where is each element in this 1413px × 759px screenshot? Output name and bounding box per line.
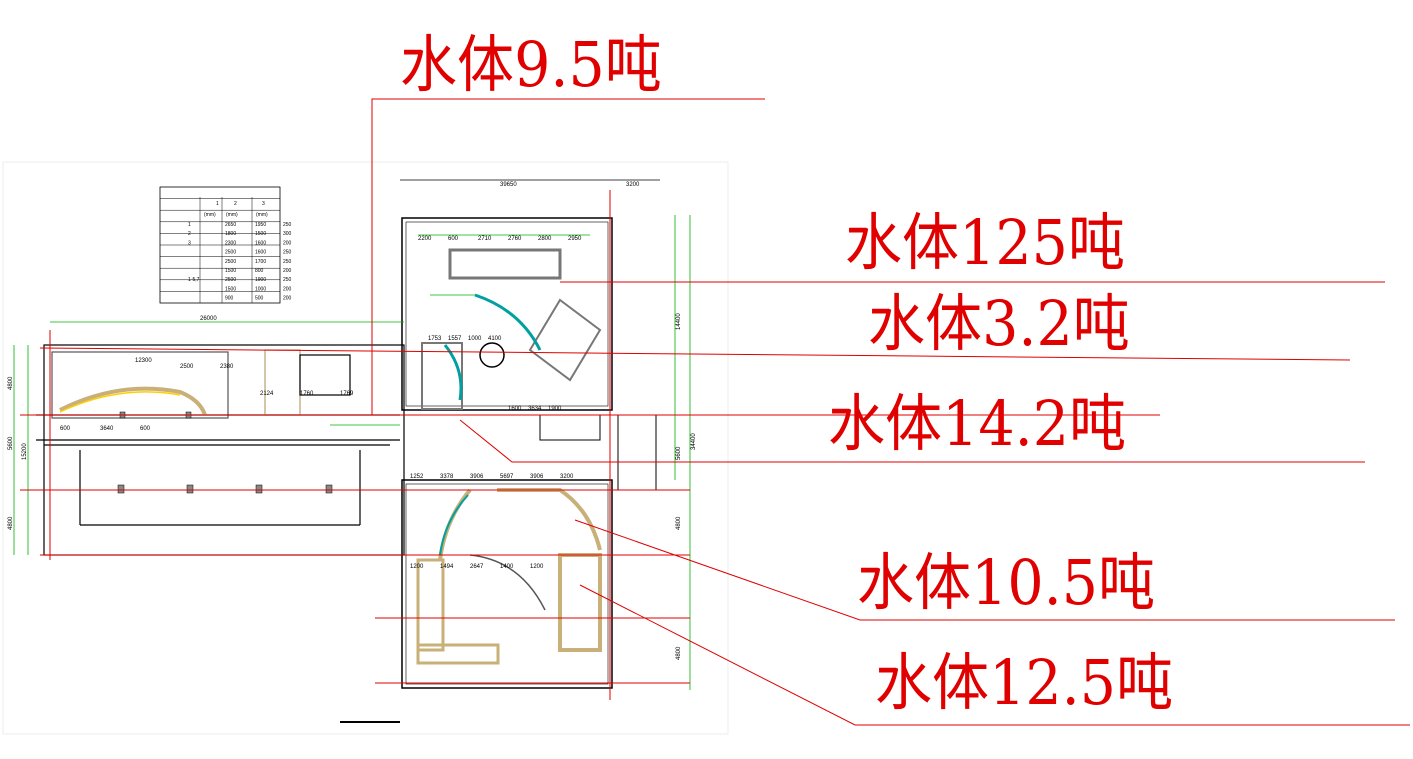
table-unit: (mm) <box>204 212 216 218</box>
label-water-125: 水体125吨 <box>845 206 1125 279</box>
label-water-12-5: 水体12.5吨 <box>875 646 1174 719</box>
table-cell: 200 <box>283 240 292 246</box>
table-unit: (mm) <box>226 212 238 218</box>
table-cell: 250 <box>283 250 292 256</box>
table-cell: 800 <box>255 268 264 274</box>
dim-top-row: 2760 <box>508 236 522 242</box>
table-cell: 2500 <box>225 277 236 283</box>
label-water-10-5: 水体10.5吨 <box>857 546 1156 619</box>
table-cell: 2 <box>188 231 191 237</box>
dim-lower: 1252 <box>410 474 424 480</box>
dim-lower: 1400 <box>500 564 514 570</box>
dim-mid: 1753 <box>428 336 442 342</box>
dim-top-right: 3200 <box>626 182 640 188</box>
table-cell: 1950 <box>255 222 266 228</box>
label-water-14-2: 水体14.2吨 <box>828 387 1127 460</box>
table-cell: 300 <box>283 231 292 237</box>
dim-left-3: 15200 <box>22 443 28 460</box>
dim-lower: 3906 <box>530 474 544 480</box>
table-header: 1 <box>216 201 219 207</box>
dim-mid: 1600 <box>508 406 522 412</box>
table-cell: 1600 <box>255 240 266 246</box>
dim-left-row: 2124 <box>260 391 274 397</box>
table-cell: 1500 <box>225 286 236 292</box>
dim-left-row: 600 <box>60 426 71 432</box>
dim-left-row: 2380 <box>220 364 234 370</box>
table-cell: 1000 <box>255 286 266 292</box>
dim-left-4: 4800 <box>8 516 14 530</box>
dim-left-row: 3640 <box>100 426 114 432</box>
dim-mid: 3634 <box>528 406 542 412</box>
dim-left-total: 26000 <box>200 316 217 322</box>
left-aquarium-tank <box>59 386 207 416</box>
dim-lower: 3378 <box>440 474 454 480</box>
dim-mid: 4100 <box>488 336 502 342</box>
dim-top-row: 2800 <box>538 236 552 242</box>
table-cell: 1 <box>188 222 191 228</box>
table-cell: 2500 <box>225 259 236 265</box>
table-cell: 3 <box>188 240 191 246</box>
dim-left-row: 1760 <box>300 391 314 397</box>
table-cell: 500 <box>255 296 264 302</box>
table-cell: 2500 <box>225 250 236 256</box>
table-cell: 2300 <box>225 240 236 246</box>
dimension-lines <box>13 179 691 690</box>
dim-left-1: 4800 <box>8 376 14 390</box>
dim-right-2: 5600 <box>676 446 682 460</box>
dim-lower: 5697 <box>500 474 514 480</box>
dim-mid: 1557 <box>448 336 462 342</box>
label-water-3-2: 水体3.2吨 <box>868 287 1130 360</box>
table-cell: 1600 <box>255 250 266 256</box>
dim-top-row: 2200 <box>418 236 432 242</box>
dim-right-1: 14400 <box>676 313 682 330</box>
label-water-9-5: 水体9.5吨 <box>400 28 662 101</box>
dim-right-3: 4800 <box>676 516 682 530</box>
dim-right-total: 34400 <box>691 433 697 450</box>
table-cell: 250 <box>283 222 292 228</box>
table-header: 2 <box>234 201 237 207</box>
table-cell: 1-5,7 <box>188 277 200 283</box>
table-cell: 1900 <box>255 277 266 283</box>
dim-top-total: 39650 <box>500 182 517 188</box>
dim-lower: 2647 <box>470 564 484 570</box>
table-cell: 1500 <box>225 268 236 274</box>
table-cell: 200 <box>283 286 292 292</box>
dim-lower: 1200 <box>410 564 424 570</box>
table-cell: 250 <box>283 277 292 283</box>
dim-top-row: 2710 <box>478 236 492 242</box>
table-cell: 200 <box>283 268 292 274</box>
drawing-sheet <box>2 161 729 735</box>
dim-left-inner: 12300 <box>135 358 152 364</box>
table-cell: 1800 <box>225 231 236 237</box>
table-unit: (mm) <box>256 212 268 218</box>
table-header: 3 <box>262 201 265 207</box>
dim-left-row: 1769 <box>340 391 354 397</box>
dim-top-row: 2950 <box>568 236 582 242</box>
dim-left-row: 600 <box>140 426 151 432</box>
dim-left-2: 5600 <box>8 436 14 450</box>
dim-lower: 3200 <box>560 474 574 480</box>
dim-top-row: 600 <box>448 236 459 242</box>
dim-lower: 1494 <box>440 564 454 570</box>
dim-mid: 1900 <box>548 406 562 412</box>
table-cell: 1500 <box>255 231 266 237</box>
dim-left-row: 2500 <box>180 364 194 370</box>
leader-lines <box>20 98 1410 726</box>
table-cell: 250 <box>283 259 292 265</box>
glass-curve <box>474 293 542 351</box>
dim-mid: 1000 <box>468 336 482 342</box>
dim-right-4: 4800 <box>676 646 682 660</box>
upper-hall <box>401 217 613 411</box>
table-cell: 900 <box>225 296 234 302</box>
table-cell: 200 <box>283 296 292 302</box>
dim-lower: 3906 <box>470 474 484 480</box>
dim-lower: 1200 <box>530 564 544 570</box>
table-cell: 2650 <box>225 222 236 228</box>
table-cell: 1700 <box>255 259 266 265</box>
